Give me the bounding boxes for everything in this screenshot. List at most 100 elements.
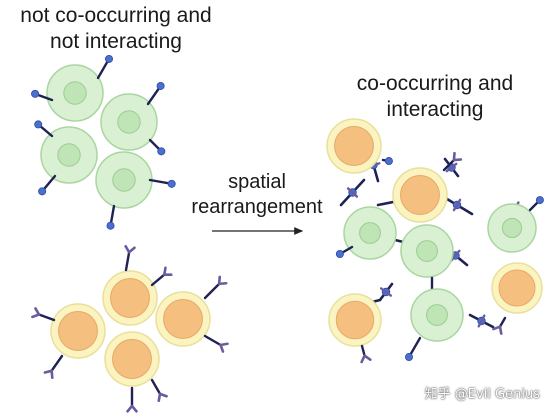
antibody xyxy=(126,386,138,413)
antibody xyxy=(203,275,228,300)
antibody xyxy=(360,344,372,364)
antibody-arms xyxy=(219,342,229,353)
cells-layer xyxy=(31,54,544,413)
green-cell-nucleus xyxy=(57,143,81,167)
receptor xyxy=(34,120,54,138)
left-panel-title: not co-occurring and not interacting xyxy=(0,3,232,55)
receptor-ball xyxy=(38,187,47,196)
antibody xyxy=(124,244,136,272)
antibody-stalk xyxy=(150,378,162,396)
arrow-label-line2: rearrangement xyxy=(191,196,323,218)
antibody xyxy=(442,151,463,172)
watermark: 知乎 @Evil Genius xyxy=(424,387,540,402)
green-cell xyxy=(95,151,153,209)
yellow-cell-nucleus xyxy=(110,278,150,318)
green-cell-nucleus xyxy=(117,110,141,134)
yellow-cell-nucleus xyxy=(335,300,375,340)
receptor-ball xyxy=(34,120,43,129)
receptor-ball xyxy=(335,249,344,258)
receptor xyxy=(381,157,393,166)
yellow-cell xyxy=(491,262,543,314)
receptor xyxy=(335,245,354,258)
antibody-arms xyxy=(126,404,138,413)
yellow-cell xyxy=(102,270,158,326)
right-panel-title: co-occurring and interacting xyxy=(340,71,530,123)
yellow-cell-nucleus xyxy=(334,126,374,166)
green-cell-nucleus xyxy=(359,222,381,244)
receptor-ball xyxy=(404,353,413,362)
green-cell-nucleus xyxy=(501,217,523,239)
yellow-cell xyxy=(50,303,106,359)
antibody xyxy=(43,354,64,380)
yellow-cell-nucleus xyxy=(498,269,536,307)
yellow-cell xyxy=(155,291,211,347)
yellow-cell-nucleus xyxy=(112,339,152,379)
receptor-ball xyxy=(156,81,165,90)
antibody-arms xyxy=(360,354,372,364)
antibody-stalk xyxy=(37,313,56,322)
interaction-link-antibody xyxy=(477,314,486,328)
antibody-arms xyxy=(492,325,503,335)
antibody xyxy=(31,307,56,322)
receptor xyxy=(146,81,165,106)
yellow-cell xyxy=(104,331,160,387)
green-cell xyxy=(410,288,464,342)
yellow-cell-nucleus xyxy=(163,299,203,339)
green-cell xyxy=(46,64,104,122)
antibody-arms xyxy=(157,392,168,403)
receptor-ball xyxy=(31,89,40,98)
receptor xyxy=(96,54,114,80)
antibody-arms xyxy=(217,275,228,286)
receptor-ball xyxy=(157,147,166,156)
green-cell xyxy=(400,224,454,278)
antibody-stalk xyxy=(124,251,131,272)
green-cell-nucleus xyxy=(63,81,87,105)
receptor xyxy=(38,174,57,196)
antibody-stalk xyxy=(442,158,456,172)
antibody-arms xyxy=(452,151,463,162)
yellow-cell xyxy=(326,118,382,174)
antibody-arms xyxy=(31,307,41,319)
antibody-arms xyxy=(43,369,54,380)
receptor xyxy=(148,138,166,156)
arrow-label-line1: spatial xyxy=(228,171,286,193)
interaction-link-antibody xyxy=(380,287,392,297)
receptor-ball xyxy=(535,196,544,205)
green-cell xyxy=(487,203,537,253)
green-cell xyxy=(40,126,98,184)
right-title-line1: co-occurring and xyxy=(356,72,514,95)
antibody-stalk xyxy=(498,316,507,328)
receptor xyxy=(31,89,54,102)
antibody-stalk xyxy=(203,334,222,347)
receptor-ball xyxy=(106,221,115,230)
interaction-link-antibody xyxy=(452,198,462,212)
green-cell-nucleus xyxy=(416,240,438,262)
receptor xyxy=(404,336,422,362)
receptor xyxy=(106,204,116,230)
antibody-arms xyxy=(162,266,173,277)
antibody-stalk xyxy=(203,282,221,300)
antibody-arms xyxy=(124,244,136,254)
antibody-stalk xyxy=(50,354,64,372)
receptor-ball xyxy=(167,179,176,188)
left-title-line2: not interacting xyxy=(50,30,182,53)
antibody-stalk xyxy=(150,273,166,287)
antibody-stalk xyxy=(360,344,366,357)
antibody xyxy=(203,334,229,353)
interaction-link-antibody xyxy=(445,162,458,173)
antibody xyxy=(492,316,507,335)
yellow-cell-nucleus xyxy=(58,311,98,351)
yellow-cell-nucleus xyxy=(400,175,440,215)
yellow-cell xyxy=(328,293,382,347)
green-cell xyxy=(100,93,158,151)
left-title-line1: not co-occurring and xyxy=(20,4,212,27)
antibody xyxy=(150,266,173,287)
interaction-link-antibody xyxy=(450,249,461,262)
right-title-line2: interacting xyxy=(386,98,484,121)
receptor-ball xyxy=(105,54,114,63)
receptor xyxy=(148,178,176,188)
interaction-link-antibody xyxy=(346,187,359,198)
receptor xyxy=(528,196,544,212)
